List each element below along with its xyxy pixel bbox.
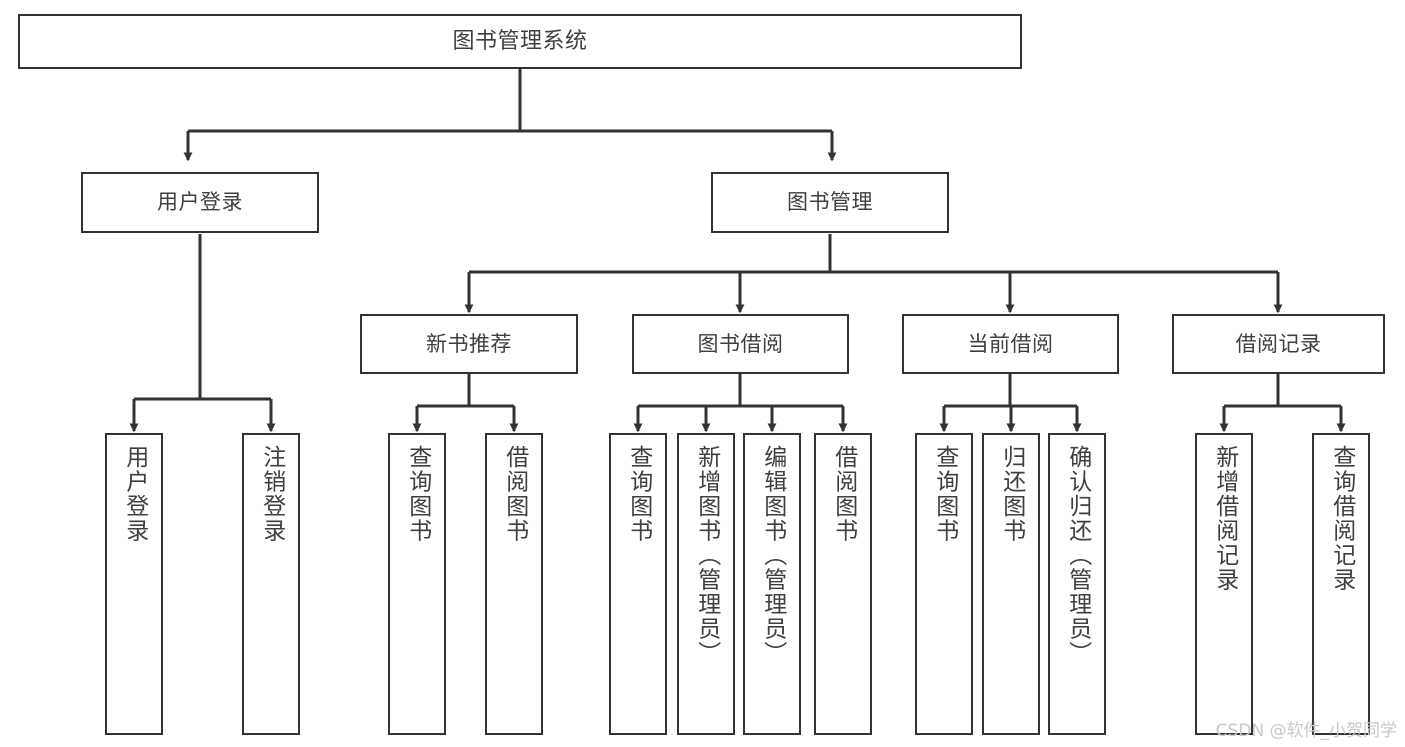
node-root-system[interactable]: 图书管理系统: [18, 14, 1022, 69]
node-label: 确认归还（管理员）: [1064, 445, 1091, 666]
edge-group-user-login: [129, 234, 276, 433]
node-label: 查询图书: [625, 445, 652, 543]
leaf-records-query[interactable]: 查询借阅记录: [1312, 433, 1370, 735]
leaf-borrow-query[interactable]: 查询图书: [609, 433, 667, 735]
node-label: 注销登录: [258, 445, 285, 543]
node-label: 用户登录: [121, 445, 148, 543]
watermark-text: CSDN @软件_小贺同学: [1215, 721, 1397, 741]
node-label: 查询图书: [931, 445, 958, 543]
node-label: 编辑图书（管理员）: [759, 445, 786, 666]
node-label: 新书推荐: [426, 331, 512, 356]
leaf-current-return[interactable]: 归还图书: [982, 433, 1040, 735]
node-label: 图书借阅: [697, 331, 784, 356]
node-label: 查询借阅记录: [1328, 445, 1355, 592]
node-label: 借阅记录: [1235, 331, 1322, 356]
node-label: 借阅图书: [501, 445, 528, 543]
node-user-login[interactable]: 用户登录: [81, 172, 319, 233]
edge-group-book-mgmt: [464, 234, 1283, 314]
node-borrow-records[interactable]: 借阅记录: [1172, 314, 1385, 374]
edge-group-new-book: [412, 374, 519, 433]
node-new-book-recommend[interactable]: 新书推荐: [360, 314, 578, 374]
edge-group-current: [939, 374, 1082, 433]
leaf-current-query[interactable]: 查询图书: [915, 433, 973, 735]
leaf-borrow-borrow-book[interactable]: 借阅图书: [814, 433, 872, 735]
leaf-records-add[interactable]: 新增借阅记录: [1195, 433, 1253, 735]
node-book-management[interactable]: 图书管理: [711, 172, 949, 233]
node-label: 查询图书: [404, 445, 431, 543]
leaf-user-login-logout[interactable]: 注销登录: [242, 433, 300, 735]
node-label: 用户登录: [157, 190, 243, 215]
leaf-user-login-login[interactable]: 用户登录: [105, 433, 163, 735]
node-book-borrow[interactable]: 图书借阅: [632, 314, 849, 374]
leaf-new-book-borrow[interactable]: 借阅图书: [485, 433, 543, 735]
node-label: 图书管理: [787, 190, 873, 215]
leaf-borrow-add-book-admin[interactable]: 新增图书（管理员）: [677, 433, 735, 735]
node-label: 借阅图书: [830, 445, 857, 543]
node-current-borrow[interactable]: 当前借阅: [902, 314, 1119, 374]
node-label: 图书管理系统: [452, 28, 588, 54]
node-label: 归还图书: [998, 445, 1025, 543]
leaf-borrow-edit-book-admin[interactable]: 编辑图书（管理员）: [743, 433, 801, 735]
node-label: 新增图书（管理员）: [693, 445, 720, 666]
node-label: 当前借阅: [967, 331, 1054, 356]
leaf-new-book-query[interactable]: 查询图书: [388, 433, 446, 735]
edge-group-borrow: [633, 374, 848, 433]
node-label: 新增借阅记录: [1211, 445, 1238, 592]
edge-group-records: [1219, 374, 1346, 433]
edge-group-root: [183, 69, 837, 162]
leaf-current-confirm-return-admin[interactable]: 确认归还（管理员）: [1048, 433, 1106, 735]
